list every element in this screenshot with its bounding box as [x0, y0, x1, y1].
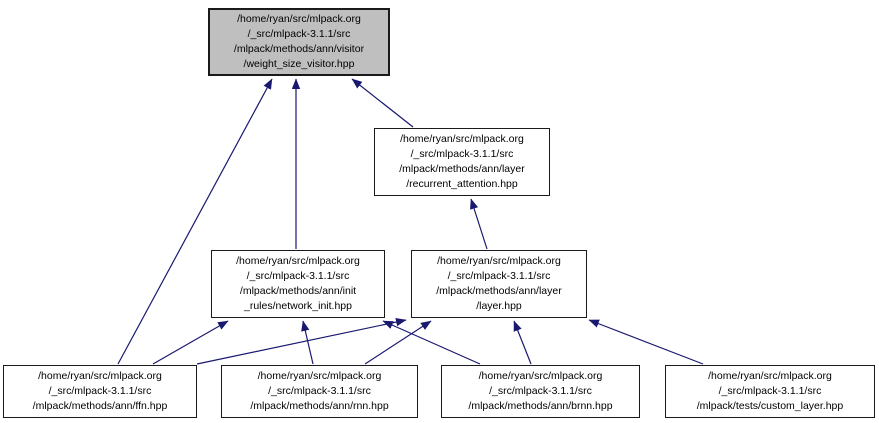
edge-layer-to-recurrent-attention [470, 198, 488, 250]
edge-rnn-to-layer [364, 320, 432, 365]
node-network-init-text-line: /home/ryan/src/mlpack.org [236, 255, 360, 267]
node-network-init-text-line: /_src/mlpack-3.1.1/src [246, 270, 350, 282]
node-ffn-text-line: /_src/mlpack-3.1.1/src [48, 385, 152, 397]
node-brnn-text-line: /mlpack/methods/ann/brnn.hpp [468, 400, 613, 412]
graph-node-network-init[interactable]: /home/ryan/src/mlpack.org /_src/mlpack-3.… [211, 250, 385, 318]
node-network-init-text-line: _rules/network_init.hpp [244, 300, 352, 312]
node-recurrent-attention-text-line: /home/ryan/src/mlpack.org [400, 133, 524, 145]
node-custom-layer-text-line: /mlpack/tests/custom_layer.hpp [696, 400, 844, 412]
node-custom-layer-text-line: /home/ryan/src/mlpack.org [708, 370, 832, 382]
node-weight-size-visitor-text-line: /weight_size_visitor.hpp [243, 58, 355, 70]
graph-node-brnn[interactable]: /home/ryan/src/mlpack.org /_src/mlpack-3.… [441, 365, 640, 418]
node-weight-size-visitor-text-line: /mlpack/methods/ann/visitor [233, 43, 365, 55]
node-layer-text-line: /_src/mlpack-3.1.1/src [447, 270, 551, 282]
edge-ffn-to-layer [196, 317, 407, 365]
node-ffn-text-line: /home/ryan/src/mlpack.org [38, 370, 162, 382]
node-rnn-text-line: /_src/mlpack-3.1.1/src [268, 385, 371, 397]
node-network-init-text-line: /mlpack/methods/ann/init [239, 285, 357, 297]
node-layer-text-line: /home/ryan/src/mlpack.org [437, 255, 561, 267]
node-recurrent-attention-text-line: /mlpack/methods/ann/layer [399, 163, 525, 175]
node-weight-size-visitor-text-line: /_src/mlpack-3.1.1/src [247, 28, 351, 40]
graph-node-weight-size-visitor[interactable]: /home/ryan/src/mlpack.org /_src/mlpack-3.… [208, 8, 390, 76]
graph-node-custom-layer[interactable]: /home/ryan/src/mlpack.org /_src/mlpack-3.… [665, 365, 875, 418]
node-rnn-text-line: /mlpack/methods/ann/rnn.hpp [250, 400, 389, 412]
node-rnn-text-line: /home/ryan/src/mlpack.org [257, 370, 382, 382]
edge-custom-layer-to-layer [588, 319, 704, 365]
graph-node-recurrent-attention[interactable]: /home/ryan/src/mlpack.org /_src/mlpack-3.… [374, 128, 550, 196]
edge-brnn-to-layer [513, 320, 532, 365]
node-recurrent-attention-text-line: /recurrent_attention.hpp [406, 178, 518, 190]
node-recurrent-attention-text-line: /_src/mlpack-3.1.1/src [410, 148, 514, 160]
node-weight-size-visitor-text-line: /home/ryan/src/mlpack.org [237, 13, 361, 25]
node-layer-text-line: /layer.hpp [476, 300, 522, 312]
node-ffn-text-line: /mlpack/methods/ann/ffn.hpp [32, 400, 168, 412]
edge-ffn-to-network-init [152, 320, 229, 365]
graph-node-layer[interactable]: /home/ryan/src/mlpack.org /_src/mlpack-3.… [411, 250, 587, 318]
edge-brnn-to-network-init [382, 320, 481, 365]
node-custom-layer-text-line: /_src/mlpack-3.1.1/src [718, 385, 822, 397]
edge-recurrent-attention-to-weight-size-visitor [351, 78, 414, 128]
node-brnn-text-line: /_src/mlpack-3.1.1/src [489, 385, 592, 397]
node-layer-text-line: /mlpack/methods/ann/layer [436, 285, 562, 297]
edge-ffn-to-weight-size-visitor [117, 78, 273, 365]
graph-node-rnn[interactable]: /home/ryan/src/mlpack.org /_src/mlpack-3.… [221, 365, 418, 418]
graph-node-ffn[interactable]: /home/ryan/src/mlpack.org /_src/mlpack-3.… [3, 365, 197, 418]
node-brnn-text-line: /home/ryan/src/mlpack.org [478, 370, 603, 382]
edge-rnn-to-network-init [301, 320, 314, 365]
